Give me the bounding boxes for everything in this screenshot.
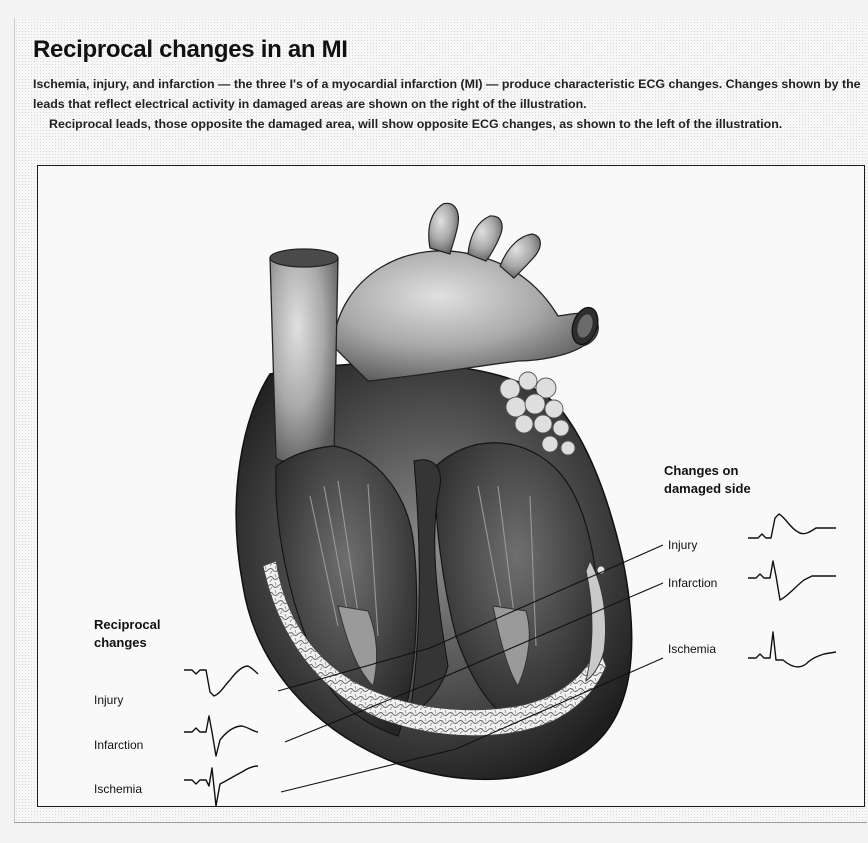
heart-illustration-figure: Changes on damaged side Injury Infarctio…: [37, 165, 865, 807]
page-title: Reciprocal changes in an MI: [33, 36, 348, 64]
superior-vena-cava: [270, 254, 338, 464]
ecg-trace-injury-reciprocal: [184, 666, 258, 696]
right-label-ischemia: Ischemia: [668, 642, 716, 656]
aorta: [333, 251, 598, 381]
left-label-injury: Injury: [94, 693, 123, 707]
document-page: Reciprocal changes in an MI Ischemia, in…: [14, 18, 867, 823]
right-label-infarction: Infarction: [668, 576, 717, 590]
ecg-trace-ischemia-reciprocal: [184, 766, 258, 806]
heart-illustration: Changes on damaged side Injury Infarctio…: [38, 166, 864, 806]
right-label-injury: Injury: [668, 538, 697, 552]
left-label-ischemia: Ischemia: [94, 782, 142, 796]
left-label-infarction: Infarction: [94, 738, 143, 752]
right-heading-line1: Changes on: [664, 463, 738, 478]
ecg-trace-injury-damaged: [748, 514, 836, 538]
intro-paragraph-1: Ischemia, injury, and infarction — the t…: [33, 74, 863, 114]
aortic-branch-2: [468, 216, 502, 261]
intro-text: Ischemia, injury, and infarction — the t…: [33, 74, 863, 134]
ecg-trace-ischemia-damaged: [748, 632, 836, 667]
ecg-trace-infarction-damaged: [748, 561, 836, 600]
ecg-trace-infarction-reciprocal: [184, 716, 258, 756]
aortic-branch-1: [429, 203, 459, 254]
left-heading-line2: changes: [94, 635, 147, 650]
right-heading-line2: damaged side: [664, 481, 751, 496]
intro-paragraph-2: Reciprocal leads, those opposite the dam…: [33, 114, 863, 134]
left-heading-line1: Reciprocal: [94, 617, 160, 632]
aortic-branch-3: [500, 234, 540, 278]
